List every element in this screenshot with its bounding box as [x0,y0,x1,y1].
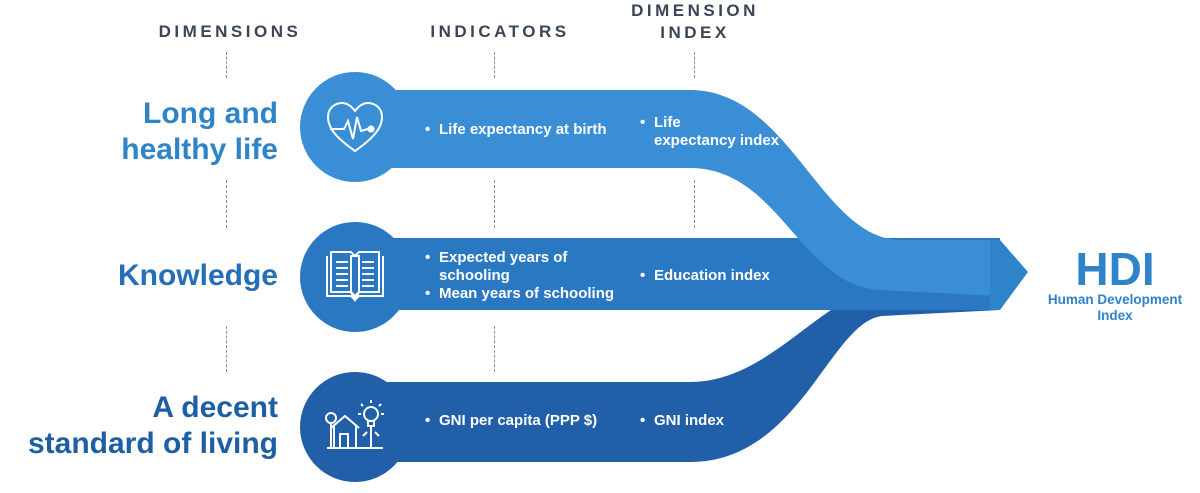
flow-arrowhead [990,240,1028,310]
divider [694,52,695,78]
index-health: •Life expectancy index [640,114,780,149]
heart-pulse-icon [326,101,384,153]
divider [694,180,695,228]
flow-band-health [360,90,1000,296]
divider [494,326,495,372]
dimension-label-health: Long and healthy life [121,97,278,166]
dimension-circle-health [300,72,410,182]
index-label: GNI index [654,412,725,429]
index-label: Life expectancy index [654,114,780,149]
indicator-item: GNI per capita (PPP $) [439,412,598,429]
divider [494,52,495,78]
divider [226,52,227,78]
index-knowledge: •Education index [640,267,770,284]
index-label: Education index [654,267,770,284]
header-indicators: INDICATORS [430,22,570,41]
hdi-title: HDI [1075,243,1155,295]
house-lightbulb-icon [325,400,384,449]
hdi-subtitle: Human Development Index [1047,292,1183,323]
divider [226,326,227,372]
dimension-label-knowledge: Knowledge [117,259,278,292]
indicator-list-knowledge: •Expected years of schooling •Mean years… [425,249,615,302]
header-dimension-index: DIMENSION INDEX [631,1,759,42]
divider [226,180,227,228]
dimension-circle-knowledge [300,222,410,332]
header-dimensions: DIMENSIONS [158,22,302,41]
indicator-list-health: •Life expectancy at birth [425,121,607,138]
indicator-item: Expected years of schooling [439,249,568,284]
dimension-circle-living [300,372,410,482]
divider [494,180,495,228]
open-book-icon [326,251,384,303]
flow-band-living [360,283,1000,462]
indicator-item: Life expectancy at birth [439,121,607,138]
indicator-item: Mean years of schooling [439,285,615,302]
index-living: •GNI index [640,412,725,429]
indicator-list-living: •GNI per capita (PPP $) [425,412,598,429]
dimension-label-living: A decent standard of living [27,391,278,460]
